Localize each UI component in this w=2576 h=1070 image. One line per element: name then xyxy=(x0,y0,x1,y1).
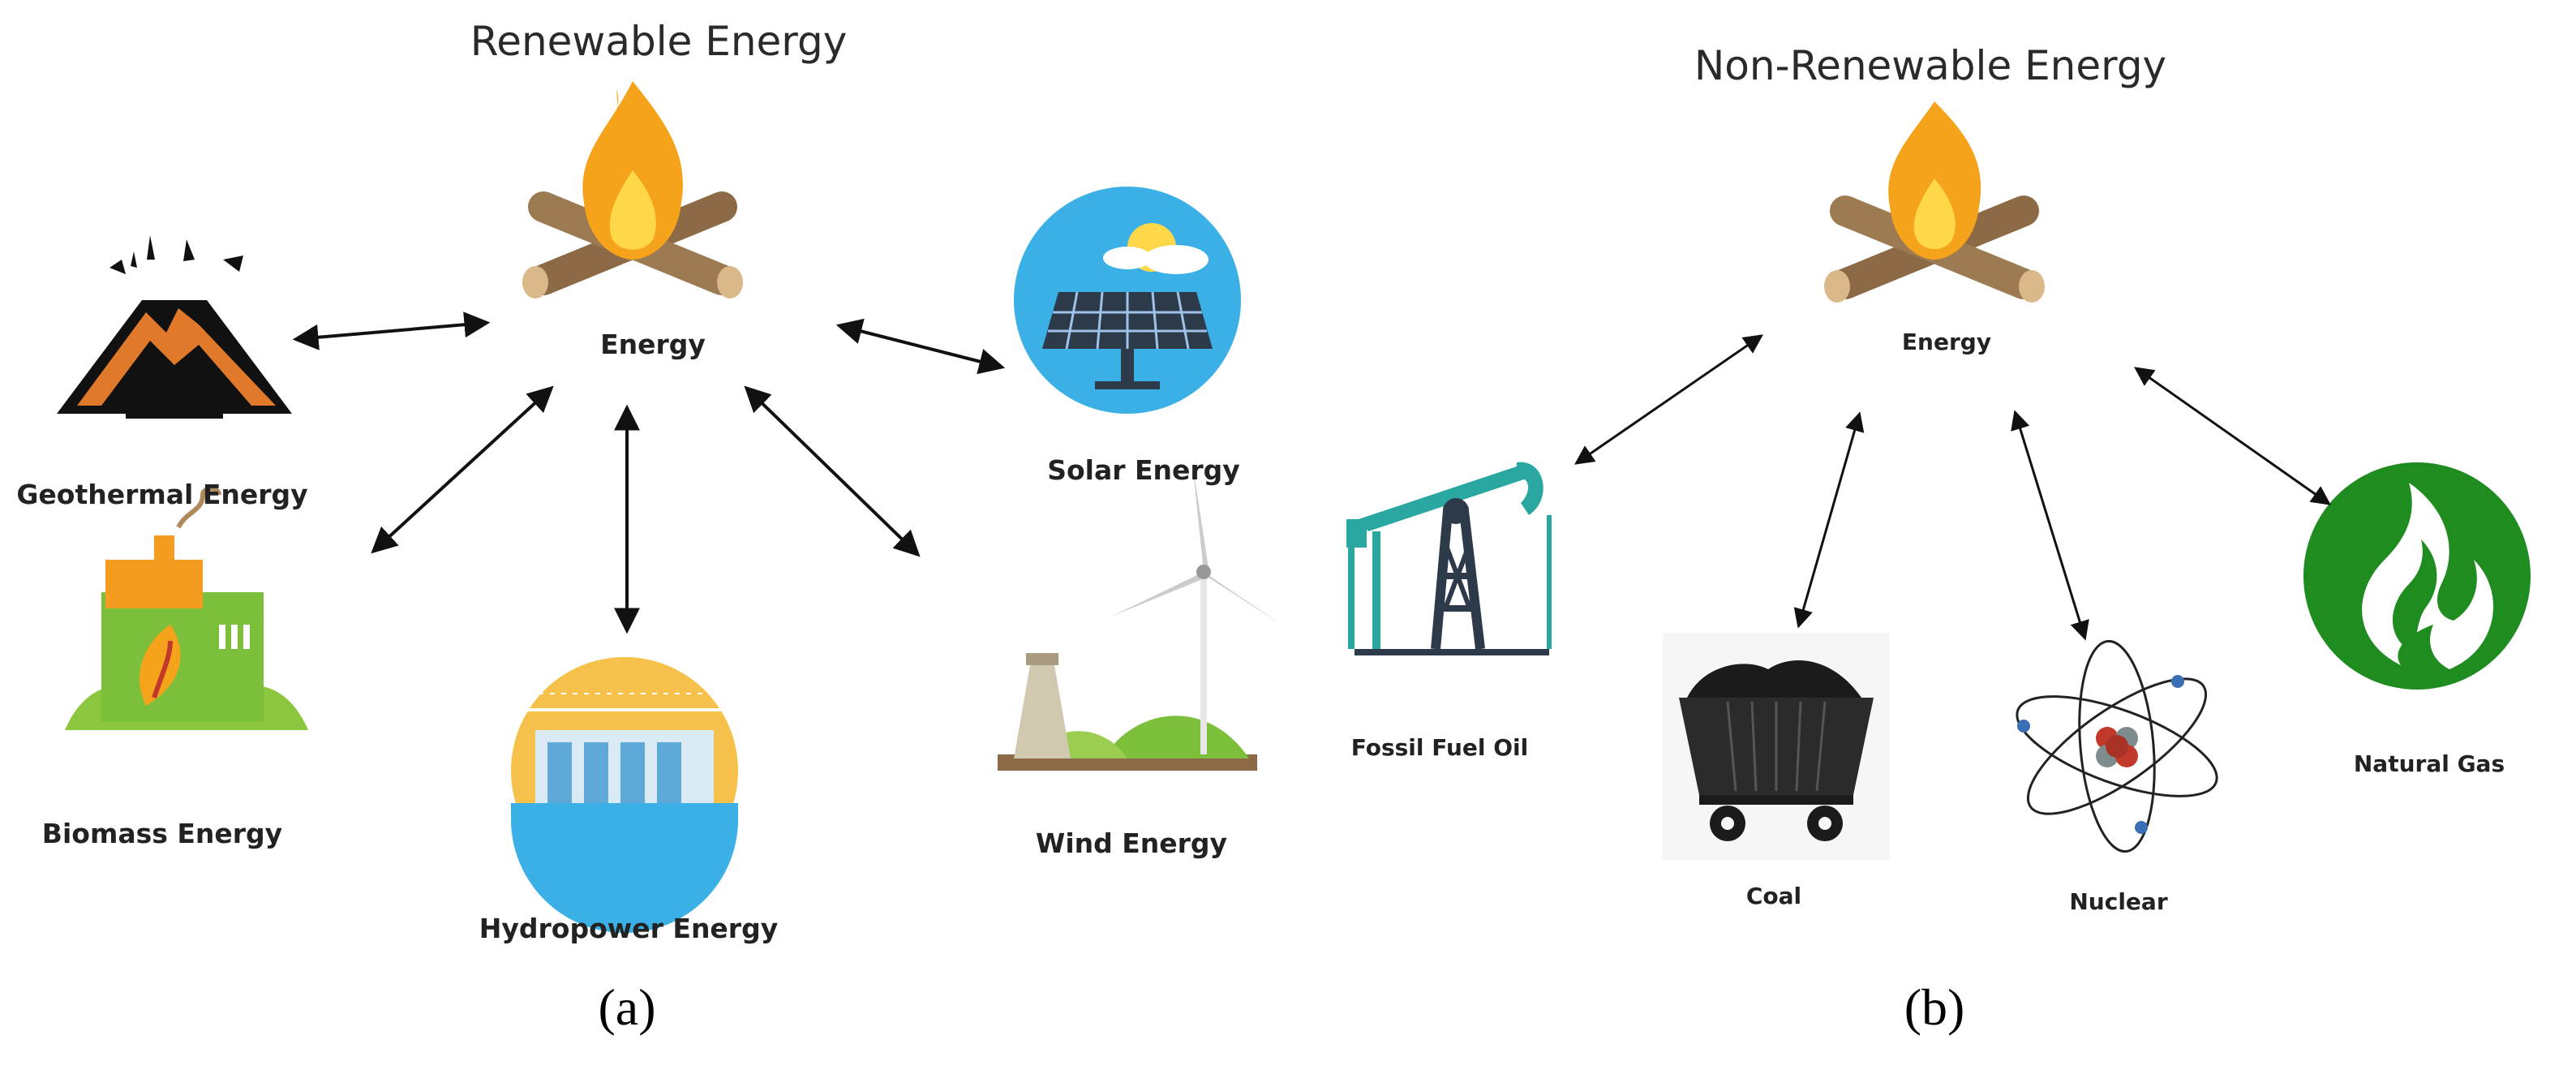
factory-leaf-icon xyxy=(65,486,308,730)
nuclear-label: Nuclear xyxy=(2069,888,2168,915)
gas-label: Natural Gas xyxy=(2353,750,2505,777)
panel-b-arrows xyxy=(1574,334,2331,641)
panel-a-center-label: Energy xyxy=(600,329,706,360)
arrow-wind xyxy=(744,385,921,557)
wind-turbine-icon xyxy=(998,462,1282,771)
wind-label: Wind Energy xyxy=(1035,827,1228,859)
campfire-icon xyxy=(522,81,743,299)
arrow-solar xyxy=(835,318,1006,375)
panel-b-caption: (b) xyxy=(1904,978,1965,1036)
panel-a-arrows xyxy=(292,312,1006,634)
geothermal-label: Geothermal Energy xyxy=(16,479,308,510)
hydropower-label: Hydropower Energy xyxy=(479,913,779,944)
campfire-icon xyxy=(1824,101,2045,303)
coal-cart-icon xyxy=(1663,633,1890,860)
volcano-icon xyxy=(57,235,292,419)
oil-label: Fossil Fuel Oil xyxy=(1350,734,1529,761)
atom-icon xyxy=(2016,639,2218,853)
dam-icon xyxy=(511,657,738,933)
arrow-oil xyxy=(1574,334,1763,465)
panel-b-center-label: Energy xyxy=(1901,329,1992,355)
arrow-geothermal xyxy=(292,312,491,350)
oil-pump-icon xyxy=(1346,462,1552,655)
panel-b-title: Non-Renewable Energy xyxy=(1694,42,2167,89)
coal-label: Coal xyxy=(1745,883,1802,909)
panel-a-caption: (a) xyxy=(598,978,656,1036)
solar-panel-icon xyxy=(1014,187,1241,414)
arrow-nuclear xyxy=(2011,410,2089,641)
arrow-coal xyxy=(1793,411,1865,629)
panel-a-title: Renewable Energy xyxy=(470,18,848,65)
arrow-biomass xyxy=(371,385,554,554)
biomass-label: Biomass Energy xyxy=(41,818,283,849)
solar-label: Solar Energy xyxy=(1047,454,1240,486)
arrow-gas xyxy=(2134,367,2331,505)
gas-flame-icon xyxy=(2303,462,2531,690)
